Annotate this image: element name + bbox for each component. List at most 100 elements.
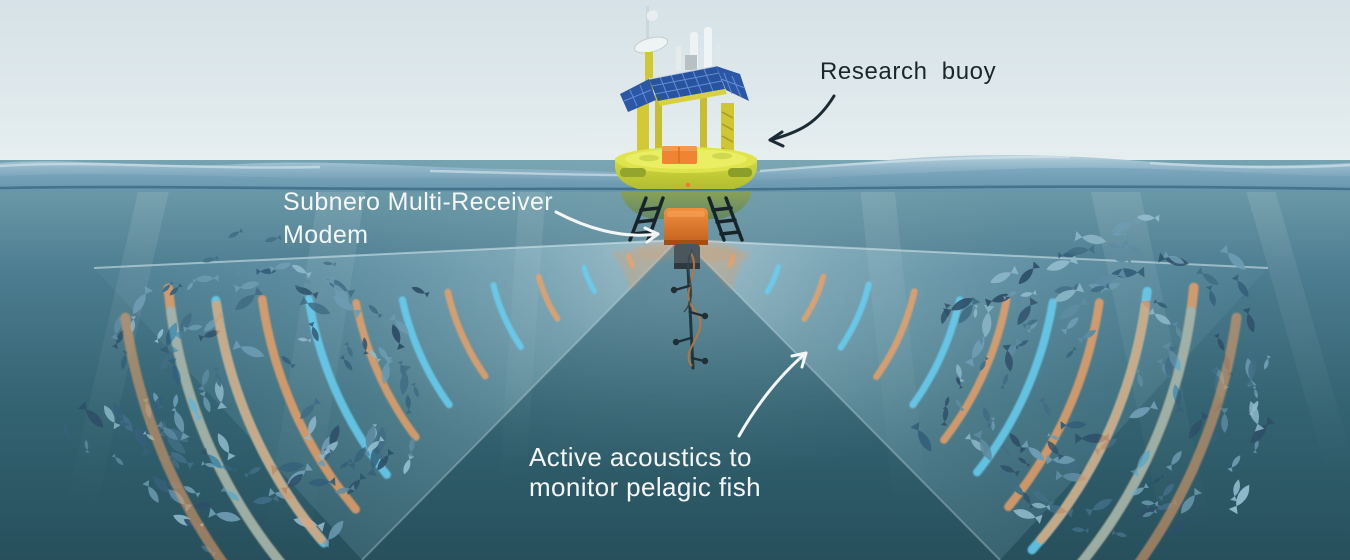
fish: [1213, 333, 1225, 351]
fish: [1131, 482, 1150, 496]
fish: [187, 278, 197, 291]
fish: [208, 507, 241, 522]
fish: [325, 275, 349, 306]
fish: [299, 295, 331, 315]
fish: [270, 462, 305, 476]
fish: [187, 501, 213, 513]
label-acoustics-line2: monitor pelagic fish: [529, 472, 761, 502]
fish: [1072, 445, 1097, 456]
fish: [195, 274, 219, 283]
fish: [1014, 340, 1029, 350]
fish: [308, 477, 336, 487]
fish: [1242, 307, 1255, 333]
fish: [1252, 439, 1259, 454]
fish: [1189, 405, 1201, 422]
fish: [162, 280, 174, 293]
fish: [1085, 499, 1113, 517]
fish: [1077, 330, 1097, 344]
fish: [297, 337, 311, 343]
fish: [955, 363, 965, 383]
fish: [324, 448, 334, 461]
fish: [1021, 440, 1045, 461]
fish: [134, 424, 152, 457]
fish: [1046, 454, 1076, 465]
fish: [316, 436, 331, 467]
fish: [411, 286, 430, 298]
fish: [323, 424, 340, 454]
fish: [132, 285, 153, 315]
antenna: [716, 44, 720, 70]
fish: [1071, 527, 1089, 534]
fish: [308, 321, 319, 342]
fish: [339, 458, 353, 469]
fish: [1066, 346, 1078, 358]
fish: [1134, 369, 1144, 388]
fish: [279, 261, 298, 273]
fish: [1180, 487, 1202, 514]
fish: [281, 356, 296, 369]
fish: [156, 420, 178, 441]
fish: [1153, 299, 1168, 308]
fish: [982, 305, 995, 338]
fish: [368, 304, 383, 319]
fish: [84, 439, 90, 453]
fish: [1053, 283, 1085, 302]
fish: [232, 339, 265, 358]
fish: [1162, 526, 1182, 540]
fish: [1002, 344, 1013, 372]
fish: [221, 465, 238, 474]
fish: [332, 296, 363, 319]
fish: [1061, 317, 1079, 335]
fish: [183, 324, 203, 333]
fish: [399, 365, 411, 396]
arrow-acoustics: [737, 351, 808, 438]
fish: [154, 328, 164, 344]
fish: [183, 486, 201, 498]
fish: [63, 424, 73, 441]
fish: [1220, 408, 1229, 433]
fish: [198, 330, 221, 342]
fish: [979, 331, 984, 345]
fish: [158, 420, 189, 443]
fish: [1158, 499, 1178, 510]
fish: [1227, 455, 1241, 473]
fish: [1060, 421, 1087, 430]
fish: [982, 406, 994, 428]
fish: [217, 433, 236, 461]
fish-school-left: [63, 228, 430, 557]
fish: [973, 305, 979, 319]
fish: [142, 480, 159, 503]
fish: [362, 337, 369, 355]
fish: [294, 285, 307, 295]
antenna: [676, 46, 681, 70]
fish: [1205, 285, 1216, 307]
fish: [1020, 289, 1037, 297]
fish: [296, 274, 312, 284]
label-modem-line2: Modem: [283, 221, 369, 249]
fish: [1107, 243, 1125, 251]
fish: [1059, 296, 1089, 319]
fish: [303, 415, 317, 441]
fish: [1066, 244, 1095, 256]
fish: [120, 350, 130, 370]
fish: [956, 376, 964, 389]
fish: [1263, 355, 1272, 370]
wind-sensor: [647, 10, 658, 22]
fish: [1163, 251, 1185, 264]
fish: [1094, 268, 1127, 286]
fish: [1245, 357, 1257, 387]
fish: [169, 283, 183, 296]
fish: [377, 449, 395, 471]
fish: [942, 396, 950, 410]
fish: [234, 265, 249, 275]
fish: [214, 378, 227, 410]
fish: [300, 397, 322, 419]
fish: [940, 406, 949, 426]
fish: [1047, 440, 1065, 461]
fish: [344, 341, 353, 358]
fish: [1152, 473, 1165, 484]
fish: [1026, 321, 1038, 334]
fish: [1013, 509, 1043, 524]
mounting-truss: [628, 196, 744, 242]
